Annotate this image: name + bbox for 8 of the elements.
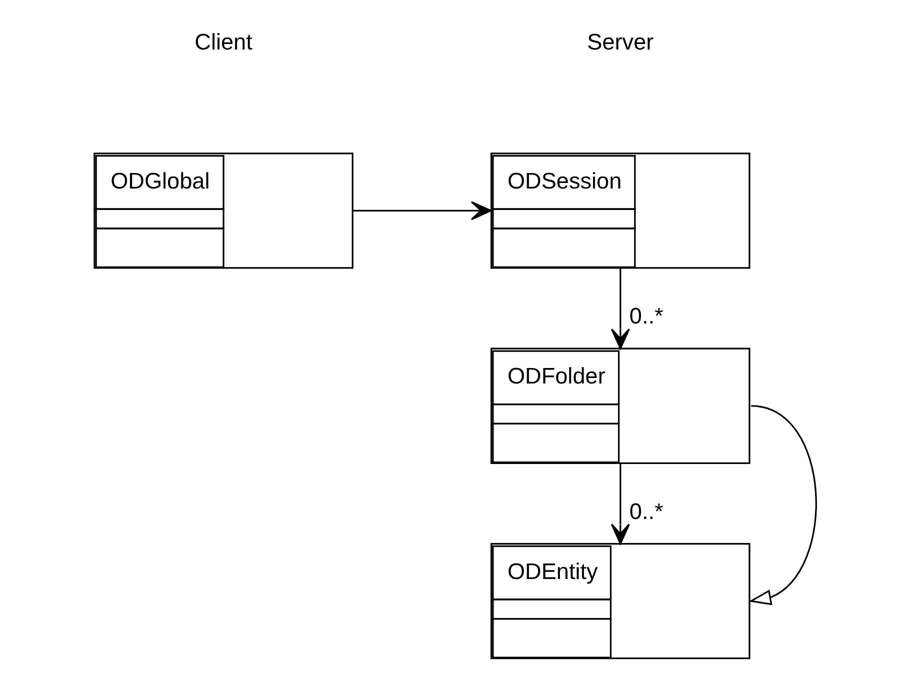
edge-label: 0..* [629,304,664,329]
edge-label: 0..* [629,498,664,524]
label: Client [194,30,252,55]
arrow [352,201,492,220]
arrow [610,268,630,350]
arrow [610,464,630,544]
arrow [748,405,817,606]
label: Server [587,30,654,55]
